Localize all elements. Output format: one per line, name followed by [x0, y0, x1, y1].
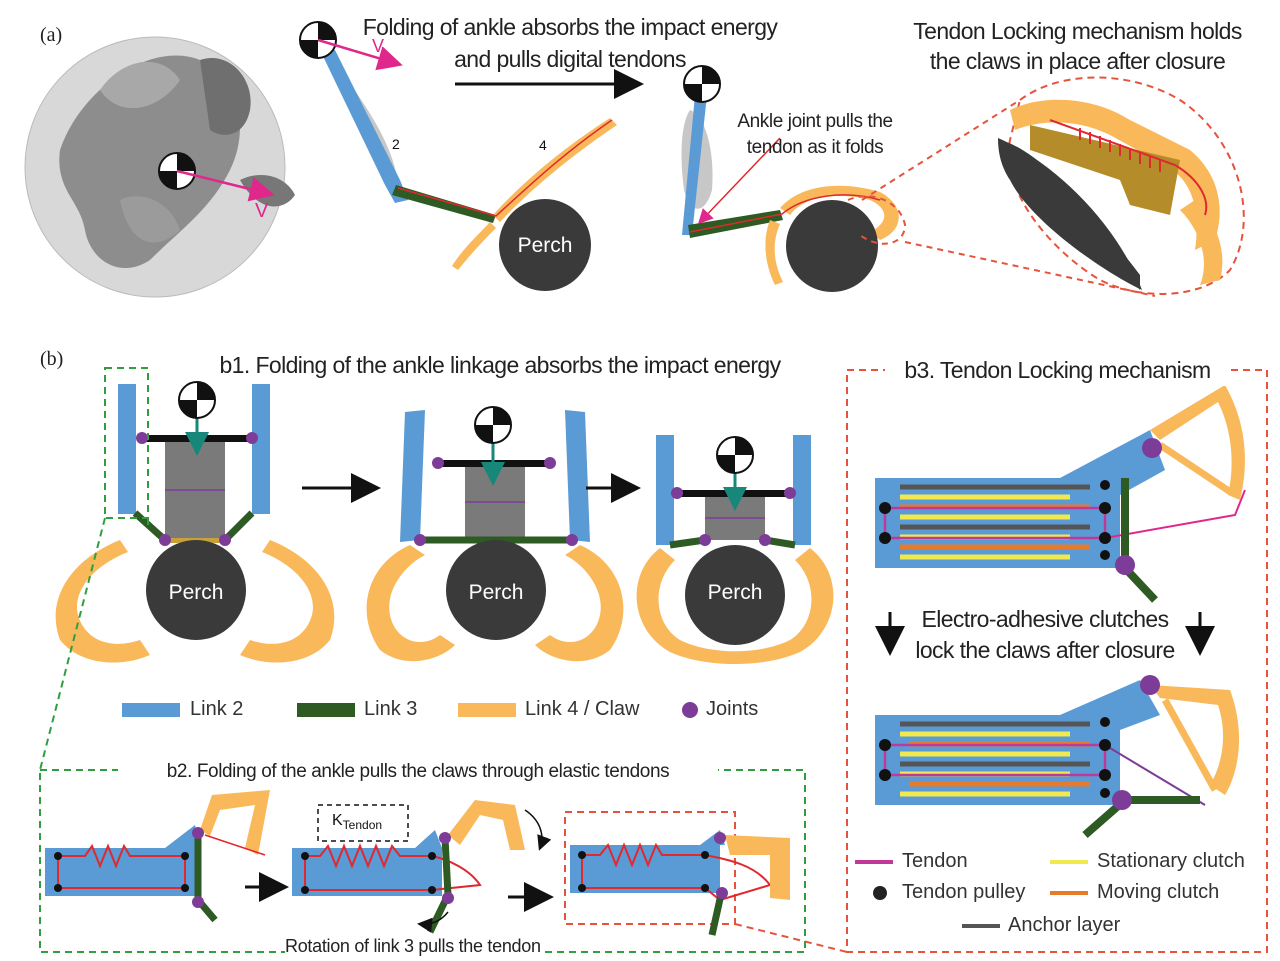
legend-swatch-link2	[122, 703, 180, 717]
velocity-label: V	[372, 36, 385, 56]
b2-step-1	[45, 790, 270, 923]
legend-swatch-joint	[682, 702, 698, 718]
link-number: 4	[539, 137, 547, 153]
center-of-mass-icon	[178, 381, 216, 419]
arrow-caption-line2: and pulls digital tendons	[454, 46, 686, 72]
lock-zoom-illustration	[998, 76, 1245, 295]
velocity-arrow	[176, 169, 275, 202]
link-number: 2	[392, 136, 400, 152]
b2-title: b2. Folding of the ankle pulls the claws…	[118, 760, 718, 784]
ankle-note-line2: tendon as it folds	[746, 137, 884, 158]
b1-title: b1. Folding of the ankle linkage absorbs…	[219, 352, 781, 378]
owl-photo	[24, 36, 295, 298]
lock-title-line2: the claws in place after closure	[929, 48, 1226, 74]
b3-caption-line1: Electro-adhesive clutches	[921, 606, 1169, 632]
leg-diagram-folded	[681, 95, 899, 292]
perch-label: Perch	[517, 234, 573, 257]
b3-title: b3. Tendon Locking mechanism	[885, 355, 1230, 386]
legend-swatch-pulley	[873, 886, 887, 900]
panel-letter-b: (b)	[40, 348, 64, 370]
b3-legend-label: Moving clutch	[1097, 881, 1220, 903]
legend-label: Link 2	[190, 698, 244, 720]
b2-caption: Rotation of link 3 pulls the tendon	[285, 936, 541, 957]
center-of-mass-icon	[474, 406, 512, 444]
b3-locked	[875, 675, 1240, 839]
b2-step-2	[292, 800, 552, 934]
b1-config-2	[366, 410, 624, 662]
b1-config-1	[55, 384, 335, 663]
ankle-note-line1: Ankle joint pulls the	[737, 111, 893, 132]
b3-caption-line2: lock the claws after closure	[915, 637, 1175, 663]
leg-diagram-open	[320, 50, 617, 291]
b2-step-3	[564, 811, 790, 936]
b3-unlocked	[875, 385, 1246, 603]
zoom-outline	[847, 195, 907, 245]
perch-label: Perch	[468, 581, 524, 604]
b3-legend-label: Tendon pulley	[902, 881, 1026, 903]
perch-label: Perch	[168, 581, 224, 604]
b3-legend-label: Stationary clutch	[1097, 850, 1245, 872]
legend-label: Joints	[706, 698, 759, 720]
ankle-pointer-arrow	[697, 137, 781, 225]
legend-label: Link 4 / Claw	[525, 698, 640, 720]
lock-title-line1: Tendon Locking mechanism holds	[913, 18, 1242, 44]
b3-legend-label: Anchor layer	[1008, 914, 1121, 936]
perch-circle	[499, 199, 591, 291]
b2-box	[39, 769, 806, 953]
legend-label: Link 3	[364, 698, 418, 720]
legend-swatch-claw	[458, 703, 516, 717]
velocity-label: V	[255, 200, 269, 222]
center-of-mass-icon	[716, 436, 754, 474]
panel-letter-a: (a)	[40, 24, 63, 46]
legend-swatch-link3	[297, 703, 355, 717]
b1-config-3	[636, 435, 834, 664]
k-tendon-label: KTendon	[332, 812, 383, 833]
arrow-caption-line1: Folding of ankle absorbs the impact ener…	[362, 14, 778, 40]
velocity-arrow	[317, 38, 403, 71]
b3-legend-label: Tendon	[902, 850, 968, 872]
perch-label: Perch	[707, 581, 763, 604]
